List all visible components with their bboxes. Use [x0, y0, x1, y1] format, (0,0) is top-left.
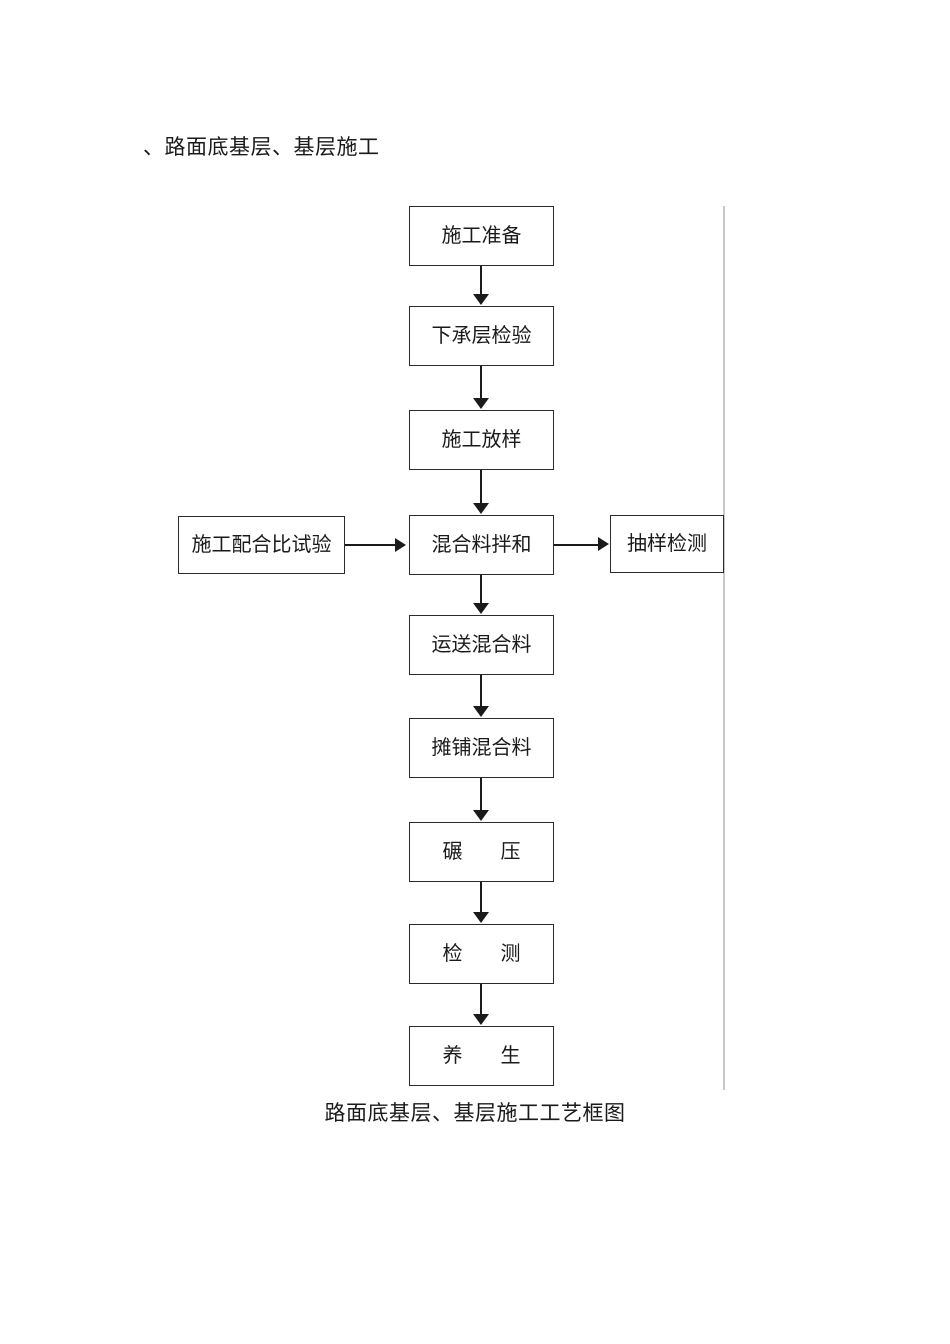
flow-node-haul[interactable]: 运送混合料 [409, 615, 554, 675]
connector-roll-to-inspect [480, 882, 482, 913]
flow-node-cure[interactable]: 养生 [409, 1026, 554, 1086]
flow-node-spread[interactable]: 摊铺混合料 [409, 718, 554, 778]
flow-node-label: 碾压 [442, 841, 559, 863]
right-margin-rule [723, 206, 725, 1090]
connector-haul-to-spread [480, 675, 482, 707]
flow-node-sampling-test[interactable]: 抽样检测 [610, 515, 724, 573]
arrow-down-icon [473, 398, 489, 409]
connector-subbase-to-setout [480, 366, 482, 399]
flow-node-inspect[interactable]: 检测 [409, 924, 554, 984]
figure-caption: 路面底基层、基层施工工艺框图 [324, 1101, 626, 1125]
flow-node-label: 施工放样 [441, 429, 522, 451]
arrow-down-icon [473, 603, 489, 614]
arrow-right-icon [395, 538, 406, 552]
connector-mix-to-sampling [554, 544, 599, 546]
flow-node-label: 抽样检测 [627, 533, 707, 555]
arrow-down-icon [473, 810, 489, 821]
flow-node-label: 检测 [442, 943, 559, 965]
connector-mix-to-haul [480, 575, 482, 604]
flow-node-label: 混合料拌和 [431, 534, 532, 556]
connector-design-to-mix [345, 544, 396, 546]
connector-spread-to-roll [480, 778, 482, 811]
connector-setout-to-mix [480, 470, 482, 504]
arrow-down-icon [473, 1014, 489, 1025]
flow-node-roll[interactable]: 碾压 [409, 822, 554, 882]
flow-node-label: 施工配合比试验 [191, 534, 332, 556]
flow-node-subbase[interactable]: 下承层检验 [409, 306, 554, 366]
arrow-down-icon [473, 706, 489, 717]
flow-node-label: 养生 [442, 1045, 559, 1067]
flow-node-mix[interactable]: 混合料拌和 [409, 515, 554, 575]
section-heading: 、路面底基层、基层施工 [143, 135, 380, 159]
flow-node-label: 下承层检验 [431, 325, 532, 347]
flow-node-prep[interactable]: 施工准备 [409, 206, 554, 266]
arrow-down-icon [473, 503, 489, 514]
flow-node-mix-design[interactable]: 施工配合比试验 [178, 516, 345, 574]
connector-inspect-to-cure [480, 984, 482, 1015]
arrow-down-icon [473, 912, 489, 923]
connector-prep-to-subbase [480, 266, 482, 295]
arrow-down-icon [473, 294, 489, 305]
arrow-right-icon [598, 537, 609, 551]
flow-node-setout[interactable]: 施工放样 [409, 410, 554, 470]
flow-node-label: 摊铺混合料 [431, 737, 532, 759]
flow-node-label: 施工准备 [441, 225, 522, 247]
flow-node-label: 运送混合料 [431, 634, 532, 656]
